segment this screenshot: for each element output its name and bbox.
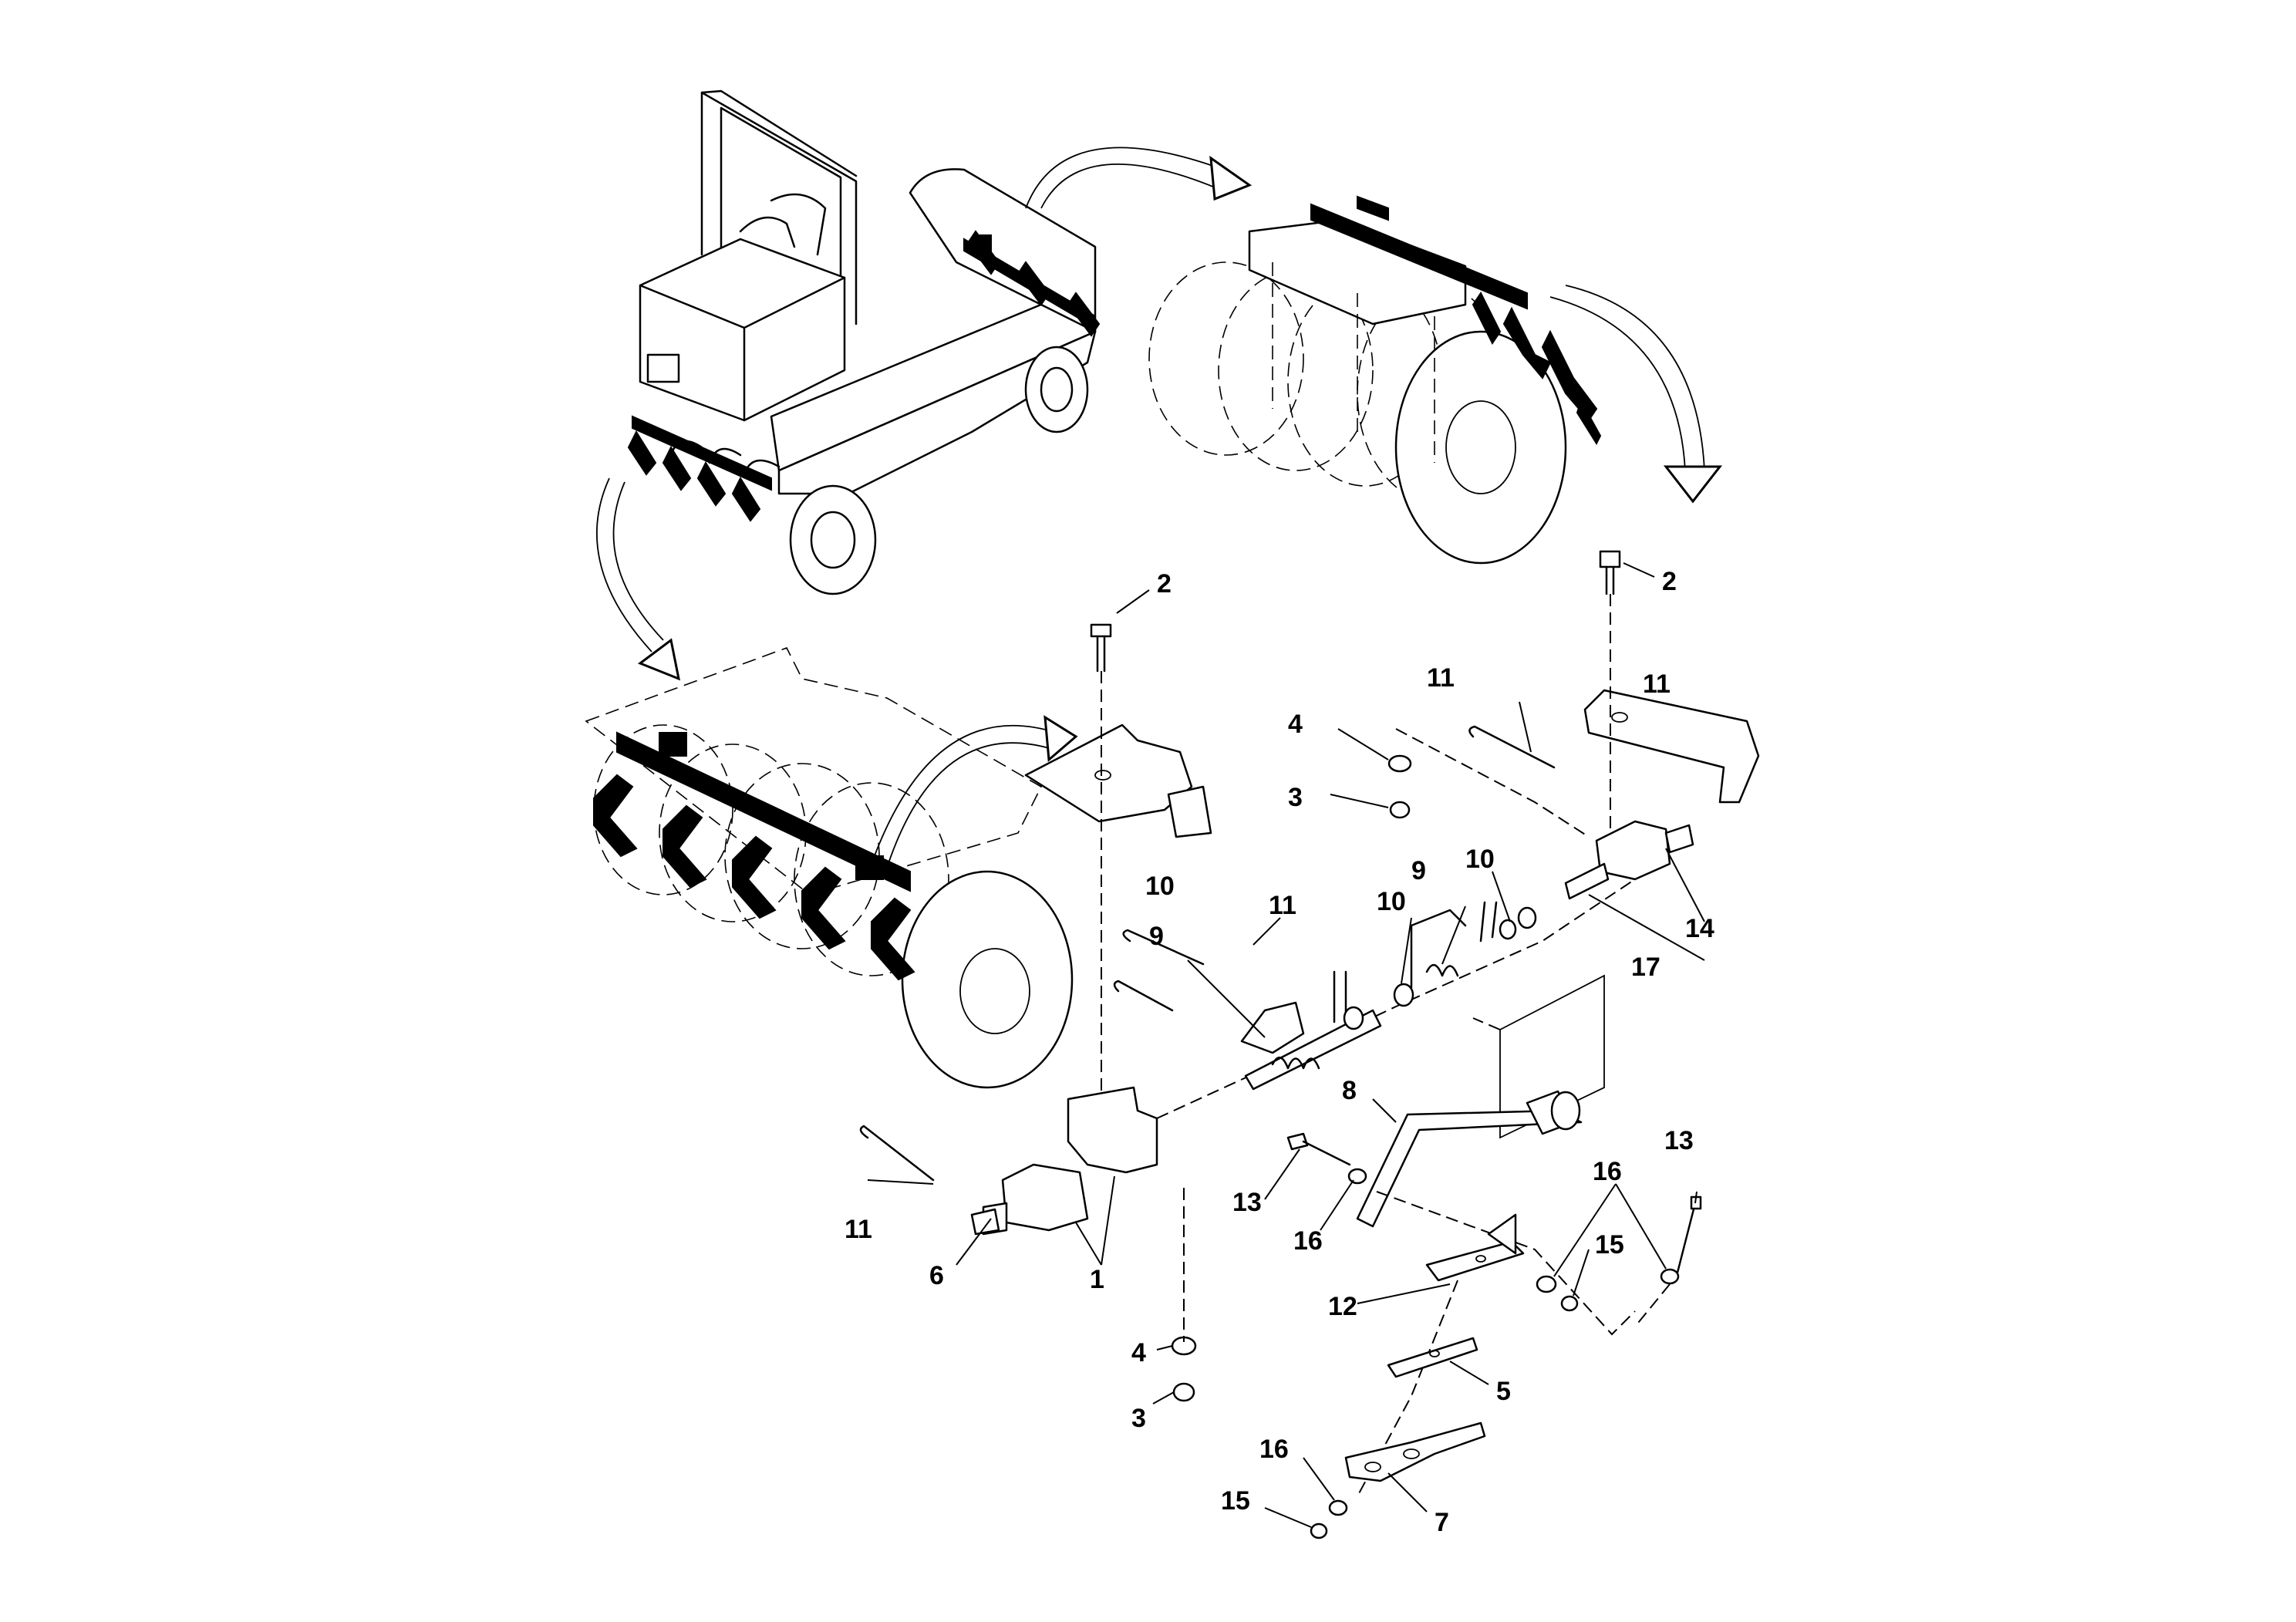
right-bracket-group	[1395, 550, 1760, 838]
flow-arrows	[596, 147, 1723, 868]
nut-15-b	[1310, 1523, 1328, 1539]
scraper-plates	[1344, 1213, 1525, 1497]
callout-5: 5	[1496, 1377, 1511, 1406]
callout-8: 8	[1342, 1076, 1357, 1105]
callout-1: 1	[1090, 1265, 1104, 1294]
callout-7: 7	[1435, 1508, 1449, 1537]
washer-16-c	[1660, 1268, 1680, 1285]
shaft-assembly	[970, 820, 1694, 1236]
callout-15-bottom: 15	[1221, 1486, 1250, 1516]
callout-11-top-right: 11	[1643, 669, 1671, 699]
nut-3-left	[1172, 1382, 1195, 1402]
left-bracket-group	[1024, 623, 1212, 1095]
callout-9-left: 9	[1149, 922, 1164, 951]
callout-6: 6	[929, 1261, 944, 1290]
cotter-pins	[859, 725, 1556, 1182]
callout-16-right: 16	[1593, 1157, 1622, 1186]
callout-labels: 2 2 4 3 11 10 9 10 14 17 10 11 9 8 11 6 …	[845, 567, 1714, 1537]
bolt-2-left	[1090, 623, 1112, 673]
washer-16-a	[1347, 1168, 1367, 1185]
rear-tire-assembly	[1148, 195, 1602, 565]
washer-16-b	[1536, 1275, 1557, 1293]
callout-9-right: 9	[1411, 856, 1426, 885]
callout-11-upper-right: 11	[1427, 663, 1455, 693]
callout-15-right: 15	[1595, 1230, 1624, 1259]
callout-2-left: 2	[1157, 569, 1172, 599]
callout-14: 14	[1685, 914, 1714, 943]
callout-16-left: 16	[1293, 1226, 1323, 1256]
callout-11-middle: 11	[1269, 891, 1296, 920]
lever-arm-assembly	[1286, 974, 1702, 1336]
callout-13-left: 13	[1232, 1188, 1262, 1217]
callout-11-lower-left: 11	[845, 1215, 872, 1244]
washer-16-d	[1328, 1499, 1348, 1516]
callout-3-upper: 3	[1288, 783, 1303, 812]
callout-10-middle: 10	[1377, 887, 1406, 916]
callout-3-lower: 3	[1131, 1404, 1146, 1433]
callout-12: 12	[1328, 1292, 1357, 1321]
callout-17: 17	[1631, 953, 1660, 982]
bolt-2-right	[1599, 550, 1621, 595]
roller-machine-illustration	[627, 89, 1101, 595]
callout-13-right: 13	[1664, 1126, 1694, 1155]
callout-4-upper: 4	[1288, 710, 1303, 739]
callout-16-bottom: 16	[1259, 1435, 1289, 1464]
callout-4-lower: 4	[1131, 1338, 1146, 1367]
washer-4-right	[1387, 754, 1412, 773]
hardware-washers	[1171, 754, 1680, 1539]
leader-lines	[867, 562, 1705, 1528]
nut-15-a	[1560, 1295, 1579, 1312]
callout-2-right: 2	[1662, 567, 1677, 596]
front-tire-assembly	[585, 647, 1074, 1089]
nut-3-right	[1389, 801, 1411, 819]
callout-10-left: 10	[1145, 872, 1175, 901]
callout-10-right: 10	[1465, 845, 1495, 874]
